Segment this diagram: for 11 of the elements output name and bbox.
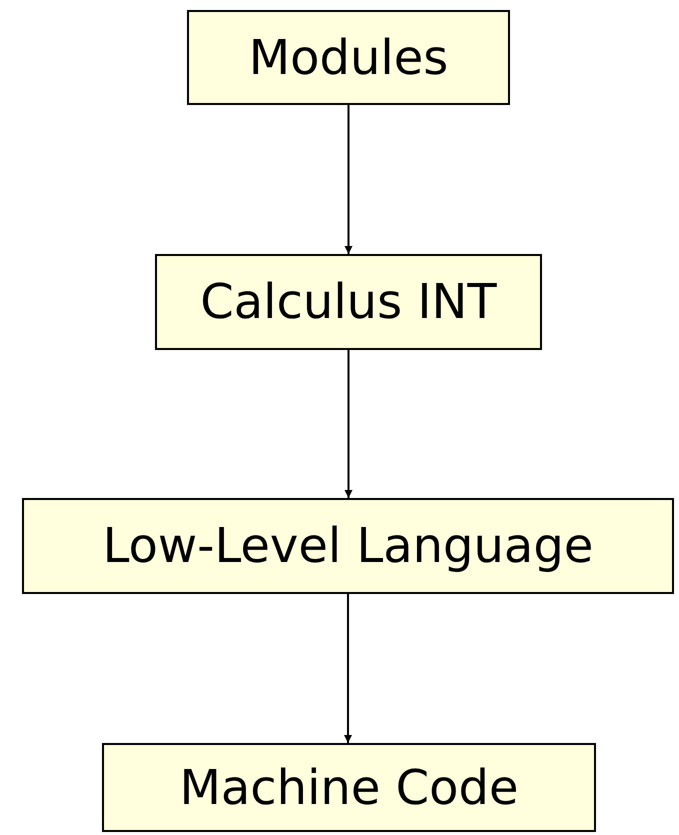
box-label: Low-Level Language <box>102 518 594 574</box>
box-label: Modules <box>248 30 448 86</box>
process-box <box>22 498 674 594</box>
arrow <box>344 594 352 743</box>
process-box <box>102 743 596 832</box>
arrow <box>344 105 352 254</box>
box-label: Machine Code <box>179 760 519 816</box>
process-box <box>187 10 510 105</box>
box-label: Calculus INT <box>200 274 497 330</box>
process-box <box>155 254 542 350</box>
arrow <box>344 350 352 498</box>
